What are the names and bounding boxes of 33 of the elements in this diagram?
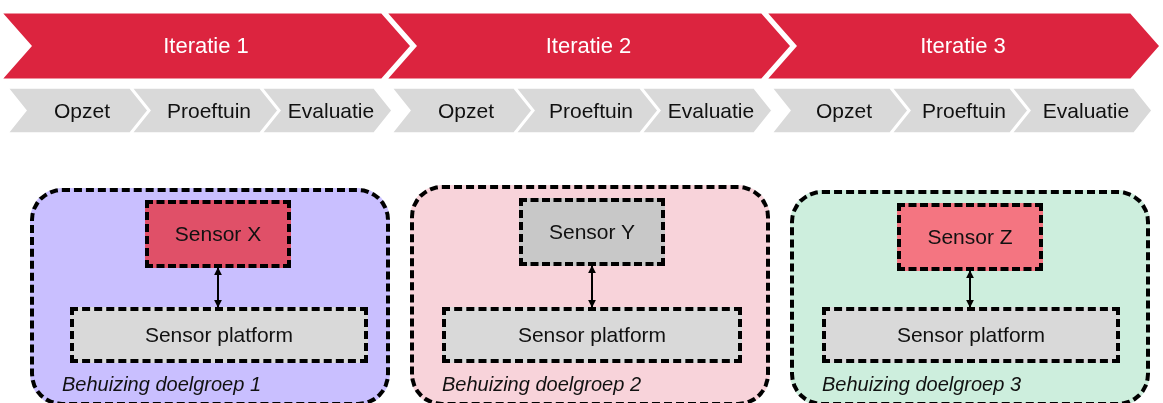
box-label: Sensor platform <box>896 323 1046 347</box>
housing-group <box>410 185 770 403</box>
housing-group <box>790 190 1150 403</box>
phase-label: Opzet <box>54 98 110 123</box>
platform-box <box>822 307 1120 363</box>
double-arrow <box>966 270 974 308</box>
iteration-title: Iteratie 3 <box>920 33 1006 59</box>
double-arrow <box>588 265 596 308</box>
phase-label: Evaluatie <box>667 98 755 123</box>
phase-label: Evaluatie <box>1042 98 1130 123</box>
box-label: Sensor X <box>174 222 262 246</box>
phase-label: Evaluatie <box>287 98 375 123</box>
phase-label: Opzet <box>816 98 872 123</box>
phase-label: Opzet <box>438 98 494 123</box>
phase-label: Proeftuin <box>166 98 252 123</box>
platform-box <box>442 307 742 363</box>
group-caption: Behuizing doelgroep 1 <box>62 373 262 396</box>
iteration-title: Iteratie 2 <box>545 33 632 59</box>
double-arrow <box>214 267 222 308</box>
group-caption: Behuizing doelgroep 2 <box>442 373 642 396</box>
phase-label: Proeftuin <box>921 98 1007 123</box>
box-label: Sensor Y <box>549 220 635 244</box>
box-label: Sensor Z <box>927 225 1013 249</box>
sensor-box <box>897 203 1043 271</box>
box-label: Sensor platform <box>517 323 667 347</box>
group-caption: Behuizing doelgroep 3 <box>822 373 1022 396</box>
phase-label: Proeftuin <box>548 98 634 123</box>
sensor-box <box>519 198 665 266</box>
housing-group <box>30 188 390 403</box>
box-label: Sensor platform <box>144 323 294 347</box>
platform-box <box>70 307 368 363</box>
sensor-box <box>145 200 291 268</box>
iteration-title: Iteratie 1 <box>163 33 249 59</box>
